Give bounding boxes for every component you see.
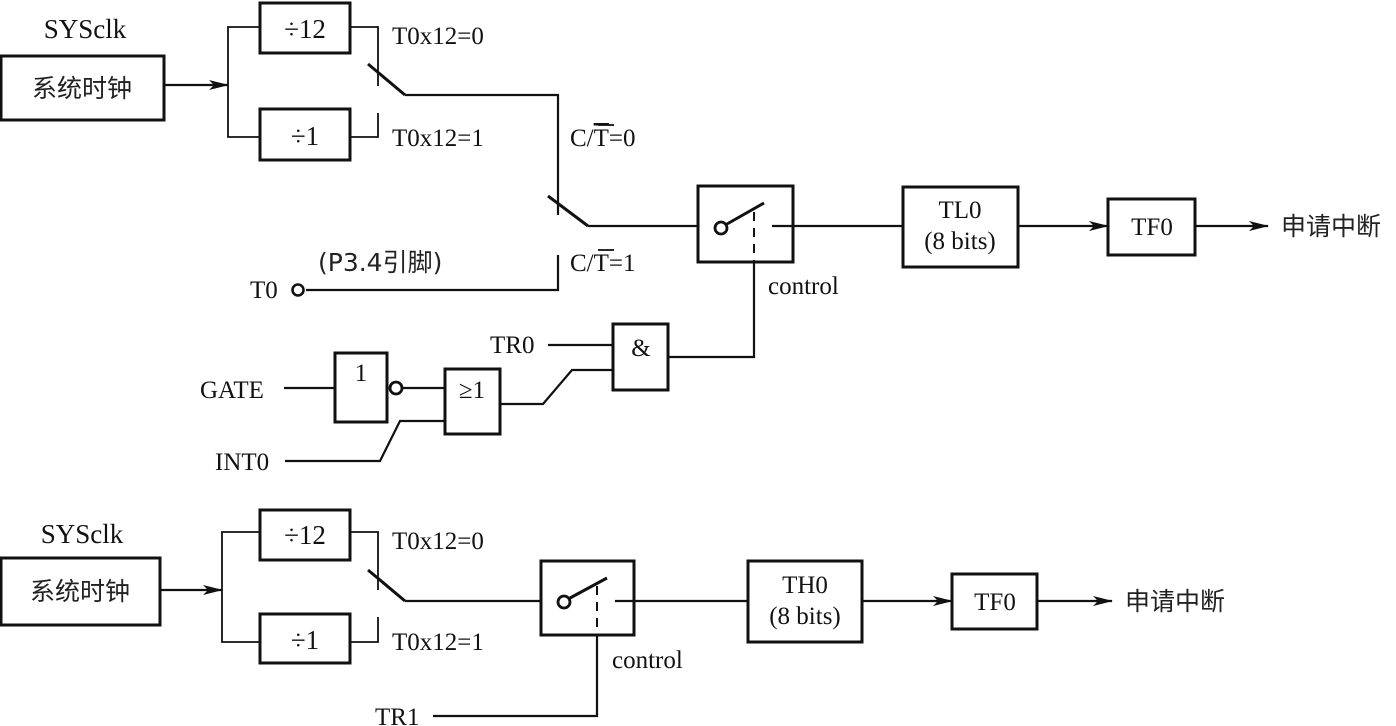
div12-contact	[350, 26, 379, 86]
t0-pin-label: T0	[250, 277, 278, 304]
div12-box-lower	[258, 508, 352, 562]
div12-text: ÷12	[284, 14, 326, 44]
ct-sel1-label: C/T=1	[570, 250, 636, 277]
prescale-sel0-label-lower: T0x12=0	[392, 528, 484, 555]
not-gate-box	[333, 351, 389, 424]
prescale-switch-blade	[367, 62, 406, 97]
prescale-switch-blade-lower	[367, 568, 406, 603]
th0-width: (8 bits)	[769, 603, 841, 630]
tf0-flag-box-lower	[950, 572, 1039, 631]
system-clock-box-lower	[0, 556, 162, 627]
gate-input-label: GATE	[200, 377, 264, 404]
run-control-switch-box	[696, 184, 795, 264]
div1-box	[258, 107, 352, 162]
div12-contact-lower	[350, 531, 379, 590]
prescale-sel1-label: T0x12=1	[392, 125, 484, 152]
not-gate-symbol: 1	[355, 360, 368, 387]
div1-box-lower	[258, 612, 352, 665]
system-clock-text-lower: 系统时钟	[30, 577, 130, 606]
tf0-flag-text-lower: TF0	[974, 589, 1016, 616]
int0-input-label: INT0	[215, 449, 269, 476]
run-control-switch-box-lower	[539, 559, 636, 637]
switch-pivot-icon	[713, 220, 729, 236]
tl0-width: (8 bits)	[924, 228, 996, 255]
int0-wire	[285, 419, 445, 463]
inversion-bubble-icon	[388, 380, 404, 396]
control-wire	[668, 262, 756, 359]
prescaler-split-bracket-lower	[221, 531, 260, 643]
div12-box	[258, 1, 352, 55]
th0-counter-box	[746, 559, 864, 644]
control-wire-lower	[433, 635, 599, 718]
system-clock-box	[0, 54, 166, 122]
switch-lever-icon	[726, 201, 765, 226]
sysclk-label-lower: SYSclk	[41, 519, 124, 549]
switch-lever-icon-lower	[569, 576, 608, 600]
th0-name: TH0	[782, 572, 828, 599]
div12-text-lower: ÷12	[284, 520, 326, 550]
control-label: control	[768, 273, 839, 300]
prescaler-split-bracket	[227, 26, 260, 138]
upper-tl0-section: SYSclk 系统时钟 ÷12 ÷1 T0x12=0 T0x12=1 C/T=0…	[0, 1, 1381, 476]
tl0-name: TL0	[938, 197, 981, 224]
or-gate-symbol: ≥1	[459, 377, 485, 404]
tl0-counter-box	[901, 185, 1020, 269]
ct-sel0-label: C/T=0	[570, 125, 636, 152]
div1-text: ÷1	[291, 121, 319, 151]
t0-pin-note: (P3.4引脚)	[318, 248, 442, 277]
div1-contact	[350, 113, 379, 138]
prescale-sel1-label-lower: T0x12=1	[392, 629, 484, 656]
t0-pin-wire	[306, 255, 560, 292]
tf0-flag-text: TF0	[1131, 214, 1173, 241]
tr1-input-label: TR1	[375, 704, 419, 726]
system-clock-text: 系统时钟	[32, 74, 132, 103]
and-gate-box	[611, 322, 670, 392]
switch-pivot-icon-lower	[556, 594, 572, 610]
lower-th0-section: SYSclk 系统时钟 ÷12 ÷1 T0x12=0 T0x12=1 contr…	[0, 508, 1225, 726]
sysclk-label: SYSclk	[44, 14, 127, 44]
tr0-input-label: TR0	[490, 332, 534, 359]
tf0-flag-box	[1106, 197, 1197, 257]
and-gate-symbol: &	[631, 335, 650, 362]
or-gate-box	[443, 367, 502, 436]
or-output-wire	[500, 368, 613, 406]
interrupt-request-label-lower: 申请中断	[1125, 587, 1225, 616]
div1-text-lower: ÷1	[291, 625, 319, 655]
control-label-lower: control	[612, 647, 683, 674]
div1-contact-lower	[350, 617, 379, 643]
t0-pin-terminal-icon	[291, 283, 305, 297]
interrupt-request-label: 申请中断	[1281, 212, 1381, 241]
prescaled-clock-wire	[405, 93, 560, 215]
ct-switch-blade	[547, 194, 589, 228]
prescale-sel0-label: T0x12=0	[392, 23, 484, 50]
